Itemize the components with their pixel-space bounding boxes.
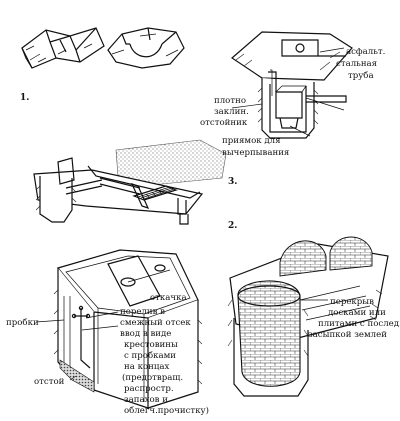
label-cover-3: плитами с послед. (318, 319, 400, 329)
label-steel: стальная (336, 59, 377, 69)
label-pumping: откачка (150, 293, 187, 303)
settling-pit-figure (231, 31, 353, 139)
label-asphalt-pipe: асфальт. стальная труба (336, 47, 385, 81)
label-cover: перекрыв досками или плитами с послед. з… (308, 297, 400, 340)
brick-pit-figure (227, 236, 389, 397)
label-cross-5: (предотвращ. (122, 372, 183, 383)
label-cover-4: засыпкой землей (308, 330, 387, 340)
label-cover-1: перекрыв (330, 297, 374, 307)
label-cross-3: с пробками (124, 350, 176, 361)
label-cover-2: досками или (328, 308, 386, 318)
label-pipe: труба (348, 70, 374, 81)
label-asphalt: асфальт. (346, 47, 385, 57)
paving-sketch-left (21, 27, 105, 69)
label-cross-4: на концах (124, 362, 170, 372)
label-overflow: перелив в смежный отсек (120, 307, 191, 328)
figure-number-2: 2. (228, 221, 237, 231)
label-sludge: отстой (34, 377, 65, 387)
label-plugs: пробки (6, 317, 39, 328)
label-cross-6: распростр. (124, 384, 174, 394)
label-cross-inlet: ввод в виде крестовины с пробками на кон… (120, 329, 209, 416)
label-cross-8: облегч.прочистку) (124, 405, 209, 416)
label-sealed: плотно (214, 96, 246, 106)
figure-number-3: 3. (228, 177, 237, 187)
label-overflow-line1: перелив в (120, 307, 165, 317)
compartment-tank-figure (35, 249, 203, 409)
label-cross-1: ввод в виде (120, 329, 171, 339)
label-cross-2: крестовины (124, 340, 178, 350)
figure-number-1: 1. (20, 93, 29, 103)
label-wedged: заклин. (214, 107, 249, 117)
label-sump: приямок для вычерпывания (222, 136, 289, 158)
label-sealed-settler: плотно заклин. отстойник (200, 96, 249, 128)
label-sump-line1: приямок для (222, 136, 281, 146)
pipe-trench-figure (33, 139, 227, 225)
label-cross-7: запахов и (124, 395, 168, 405)
label-sump-line2: вычерпывания (222, 148, 289, 158)
label-settler: отстойник (200, 118, 248, 128)
label-overflow-line2: смежный отсек (120, 318, 191, 328)
paving-sketch-right (107, 27, 185, 69)
